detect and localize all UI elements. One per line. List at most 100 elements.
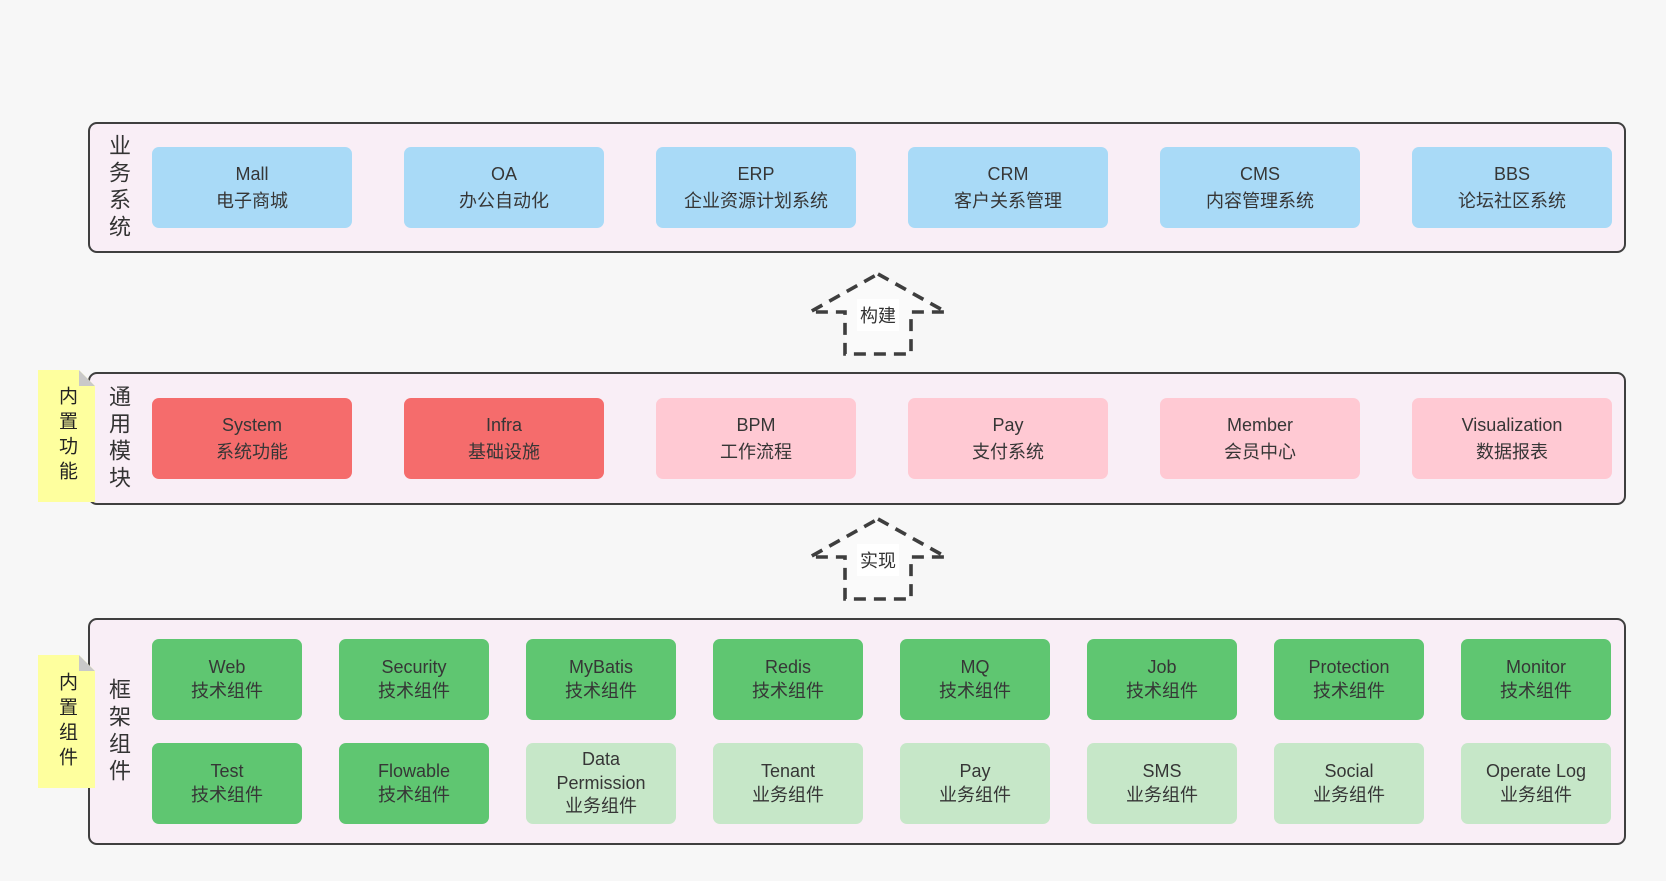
node-subtitle: 客户关系管理 <box>954 190 1062 211</box>
node-erp: ERP 企业资源计划系统 <box>656 147 856 228</box>
node-title: CRM <box>987 163 1029 184</box>
arrow-label: 实现 <box>857 544 899 576</box>
node-test: Test 技术组件 <box>152 743 302 824</box>
sticky-note-label: 内置组件 <box>56 671 77 772</box>
node-tenant: Tenant 业务组件 <box>713 743 863 824</box>
node-subtitle: 基础设施 <box>468 441 540 462</box>
node-subtitle: 业务组件 <box>752 784 824 805</box>
node-title: Operate Log <box>1485 760 1587 781</box>
node-title: ERP <box>737 163 775 184</box>
node-title: Data Permission <box>556 748 646 793</box>
node-subtitle: 技术组件 <box>378 784 450 805</box>
node-bbs: BBS 论坛社区系统 <box>1412 147 1612 228</box>
node-title: Visualization <box>1461 414 1563 435</box>
node-redis: Redis 技术组件 <box>713 639 863 720</box>
layer-label: 业务系统 <box>106 133 131 242</box>
node-flowable: Flowable 技术组件 <box>339 743 489 824</box>
node-subtitle: 电子商城 <box>216 190 288 211</box>
node-subtitle: 技术组件 <box>565 680 637 701</box>
node-title: Mall <box>235 163 269 184</box>
node-title: Member <box>1226 414 1293 435</box>
node-subtitle: 企业资源计划系统 <box>684 190 828 211</box>
node-job: Job 技术组件 <box>1087 639 1237 720</box>
layer-label: 通用模块 <box>106 384 131 493</box>
arrow-label: 构建 <box>857 299 899 331</box>
node-pay: Pay 支付系统 <box>908 398 1108 479</box>
node-title: Pay <box>959 760 991 781</box>
node-title: Job <box>1147 656 1177 677</box>
node-subtitle: 数据报表 <box>1476 441 1548 462</box>
node-subtitle: 技术组件 <box>191 784 263 805</box>
node-subtitle: 办公自动化 <box>459 190 549 211</box>
node-subtitle: 技术组件 <box>1126 680 1198 701</box>
node-system: System 系统功能 <box>152 398 352 479</box>
node-title: Flowable <box>377 760 451 781</box>
node-subtitle: 技术组件 <box>191 680 263 701</box>
layer-label-column: 框架组件 <box>90 678 146 786</box>
sticky-note-built-in-components: 内置组件 <box>38 655 95 788</box>
node-subtitle: 业务组件 <box>939 784 1011 805</box>
node-title: System <box>221 414 282 435</box>
node-subtitle: 技术组件 <box>378 680 450 701</box>
node-member: Member 会员中心 <box>1160 398 1360 479</box>
node-subtitle: 业务组件 <box>565 796 637 817</box>
arrow-implement: 实现 <box>803 516 953 602</box>
node-subtitle: 会员中心 <box>1224 441 1296 462</box>
node-subtitle: 系统功能 <box>216 441 288 462</box>
node-title: OA <box>490 163 517 184</box>
node-visualization: Visualization 数据报表 <box>1412 398 1612 479</box>
node-title: Pay <box>992 414 1024 435</box>
node-subtitle: 技术组件 <box>1313 680 1385 701</box>
node-pay: Pay 业务组件 <box>900 743 1050 824</box>
layer-label: 框架组件 <box>106 677 131 786</box>
node-subtitle: 内容管理系统 <box>1206 190 1314 211</box>
layer-label-column: 业务系统 <box>90 134 146 242</box>
layer-business-systems: 业务系统 Mall 电子商城 OA 办公自动化 ERP 企业资源计划系统 CRM 客户关系管理… <box>88 122 1626 253</box>
node-title: CMS <box>1240 163 1280 184</box>
node-row: Mall 电子商城 OA 办公自动化 ERP 企业资源计划系统 CRM 客户关系管理 CMS 内容… <box>152 147 1612 228</box>
node-title: Test <box>210 760 244 781</box>
node-subtitle: 工作流程 <box>720 441 792 462</box>
node-title: Protection <box>1308 656 1390 677</box>
node-title: Web <box>208 656 246 677</box>
node-web: Web 技术组件 <box>152 639 302 720</box>
node-title: Redis <box>764 656 812 677</box>
node-mall: Mall 电子商城 <box>152 147 352 228</box>
sticky-note-built-in-features: 内置功能 <box>38 370 95 502</box>
node-title: Tenant <box>760 760 816 781</box>
node-mq: MQ 技术组件 <box>900 639 1050 720</box>
node-title: MQ <box>960 656 990 677</box>
node-crm: CRM 客户关系管理 <box>908 147 1108 228</box>
node-oa: OA 办公自动化 <box>404 147 604 228</box>
node-protection: Protection 技术组件 <box>1274 639 1424 720</box>
node-cms: CMS 内容管理系统 <box>1160 147 1360 228</box>
node-subtitle: 论坛社区系统 <box>1458 190 1566 211</box>
arrow-build: 构建 <box>803 271 953 357</box>
node-title: BBS <box>1493 163 1531 184</box>
node-title: SMS <box>1142 760 1182 781</box>
node-subtitle: 技术组件 <box>752 680 824 701</box>
node-title: Social <box>1324 760 1374 781</box>
node-subtitle: 技术组件 <box>939 680 1011 701</box>
layer-label-column: 通用模块 <box>90 385 146 493</box>
node-monitor: Monitor 技术组件 <box>1461 639 1611 720</box>
sticky-note-label: 内置功能 <box>56 386 77 486</box>
node-subtitle: 技术组件 <box>1500 680 1572 701</box>
node-subtitle: 支付系统 <box>972 441 1044 462</box>
node-title: Monitor <box>1505 656 1567 677</box>
layer-content: Mall 电子商城 OA 办公自动化 ERP 企业资源计划系统 CRM 客户关系管理 CMS 内容… <box>146 147 1626 228</box>
